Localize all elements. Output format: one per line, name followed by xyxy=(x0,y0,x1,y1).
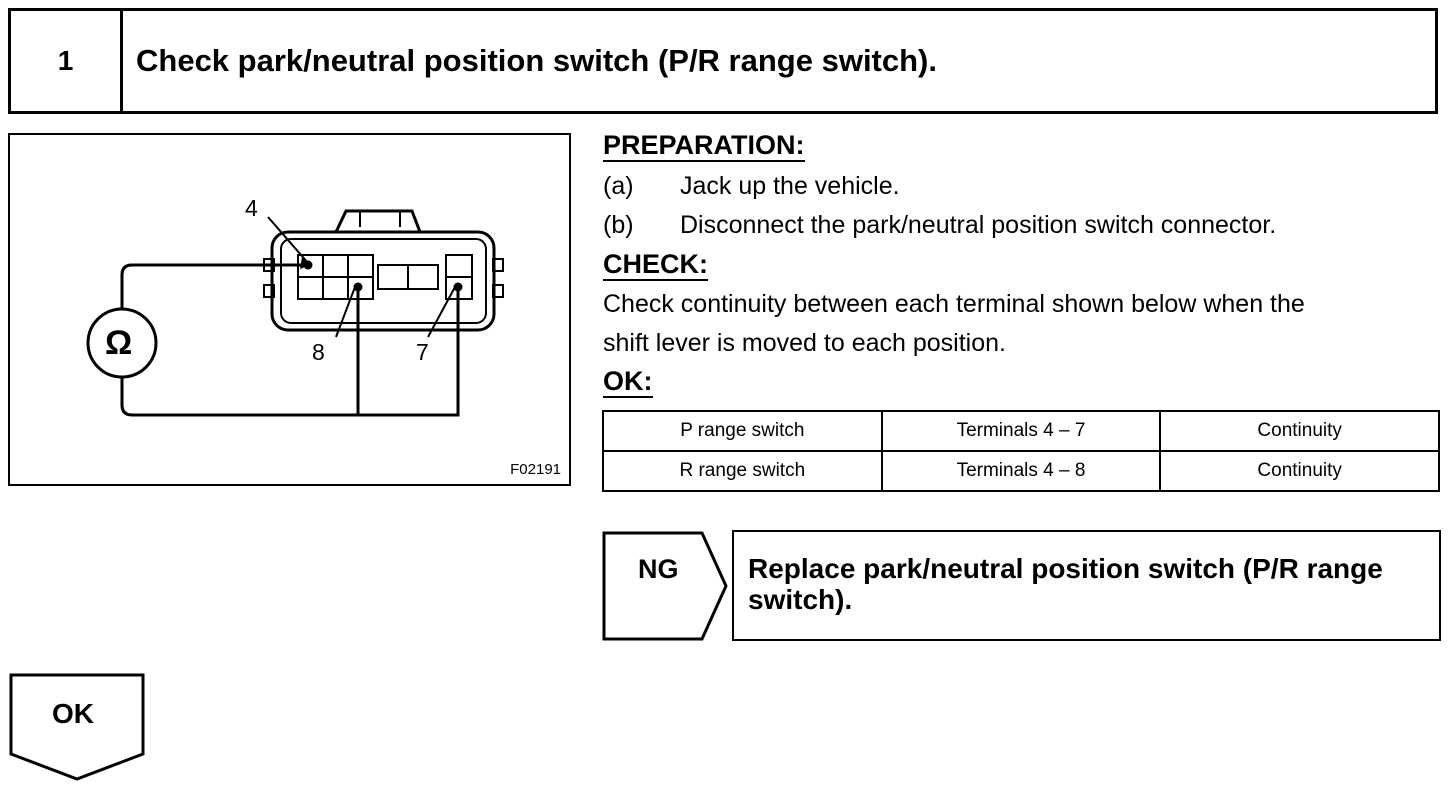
check-instruction: Check continuity between each terminal s… xyxy=(603,290,1305,318)
table-cell: Terminals 4 – 7 xyxy=(880,410,1162,452)
ohm-symbol: Ω xyxy=(105,324,133,362)
preparation-item: (a)Jack up the vehicle. xyxy=(603,172,900,200)
ng-label: NG xyxy=(638,554,679,584)
terminal-cavities xyxy=(297,254,473,300)
step-header: 1 Check park/neutral position switch (P/… xyxy=(8,8,1438,114)
ng-arrow xyxy=(602,531,728,641)
step-number: 1 xyxy=(11,11,123,111)
connector-illustration: Ω 4 8 7 F02191 xyxy=(8,133,571,486)
check-heading: CHECK: xyxy=(603,249,708,281)
terminal-label-8: 8 xyxy=(312,339,325,365)
table-row: P range switch Terminals 4 – 7 Continuit… xyxy=(602,410,1440,452)
preparation-heading: PREPARATION: xyxy=(603,130,805,162)
test-lead-terminal-7 xyxy=(358,287,460,417)
table-cell: Terminals 4 – 8 xyxy=(880,450,1162,492)
terminal-label-4: 4 xyxy=(245,195,258,221)
connector-latch xyxy=(334,209,422,233)
connector-diagram xyxy=(86,209,504,417)
ok-arrow-label: OK xyxy=(52,698,94,729)
check-instruction: shift lever is moved to each position. xyxy=(603,329,1006,357)
ok-results-table: P range switch Terminals 4 – 7 Continuit… xyxy=(602,410,1440,492)
figure-code: F02191 xyxy=(510,461,561,478)
table-cell: R range switch xyxy=(602,450,883,492)
test-lead-terminal-4 xyxy=(120,263,308,309)
connector-housing-outer xyxy=(270,230,496,332)
ok-heading: OK: xyxy=(603,366,653,398)
test-lead-common xyxy=(120,287,360,417)
connector-housing-inner xyxy=(280,238,487,324)
ohmmeter-icon xyxy=(86,307,158,379)
table-cell: Continuity xyxy=(1159,450,1440,492)
table-cell: P range switch xyxy=(602,410,883,452)
preparation-item: (b)Disconnect the park/neutral position … xyxy=(603,211,1277,239)
terminal-label-7: 7 xyxy=(416,339,429,365)
table-row: R range switch Terminals 4 – 8 Continuit… xyxy=(602,450,1440,492)
table-cell: Continuity xyxy=(1159,410,1440,452)
ok-arrow xyxy=(9,673,145,781)
step-title: Check park/neutral position switch (P/R … xyxy=(136,43,937,78)
ng-action-text: Replace park/neutral position switch (P/… xyxy=(748,553,1383,615)
ng-action-box: Replace park/neutral position switch (P/… xyxy=(732,530,1441,641)
